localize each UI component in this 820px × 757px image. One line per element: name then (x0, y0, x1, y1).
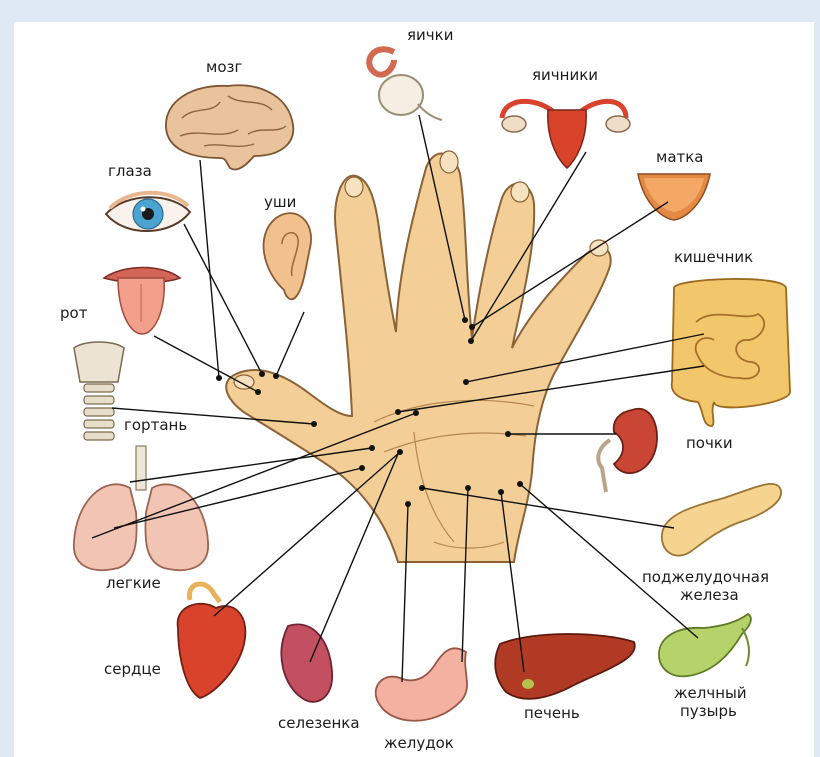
label-brain: мозг (206, 58, 242, 76)
liver-illustration (495, 634, 635, 699)
uterus-illustration (638, 174, 710, 220)
testes-illustration (369, 49, 442, 120)
label-ovaries: яичники (532, 66, 598, 84)
gallbladder-illustration (659, 614, 751, 676)
label-testes: яички (407, 26, 453, 44)
diagram-canvas: мозг яички яичники матка глаза уши кишеч… (14, 22, 814, 757)
kidney-illustration (598, 409, 657, 492)
heart-illustration (178, 584, 246, 698)
spleen-illustration (281, 624, 332, 701)
ear-illustration (264, 213, 312, 299)
stomach-illustration (376, 648, 467, 720)
label-stomach: желудок (384, 734, 454, 752)
label-liver: печень (524, 704, 580, 722)
label-lungs: легкие (106, 574, 161, 592)
label-pancreas-line2: железа (680, 586, 739, 604)
eye-illustration (106, 193, 190, 231)
brain-illustration (166, 85, 293, 169)
label-gallbladder-line2: пузырь (680, 702, 737, 720)
hand-reflexology-diagram: мозг яички яичники матка глаза уши кишеч… (14, 22, 814, 757)
ovaries-illustration (502, 101, 630, 168)
label-intestine: кишечник (674, 248, 753, 266)
label-ears: уши (264, 193, 296, 211)
label-heart: сердце (104, 660, 161, 678)
label-gallbladder-line1: желчный (674, 684, 747, 702)
label-spleen: селезенка (278, 714, 360, 732)
label-mouth: рот (60, 304, 88, 322)
larynx-illustration (74, 342, 124, 440)
mouth-illustration (104, 268, 180, 335)
pancreas-illustration (662, 484, 781, 556)
label-eyes: глаза (108, 162, 152, 180)
label-larynx: гортань (124, 416, 187, 434)
lungs-illustration (74, 446, 208, 570)
label-kidneys: почки (686, 434, 733, 452)
label-pancreas-line1: поджелудочная (642, 568, 769, 586)
intestine-illustration (672, 279, 790, 426)
label-uterus: матка (656, 148, 704, 166)
